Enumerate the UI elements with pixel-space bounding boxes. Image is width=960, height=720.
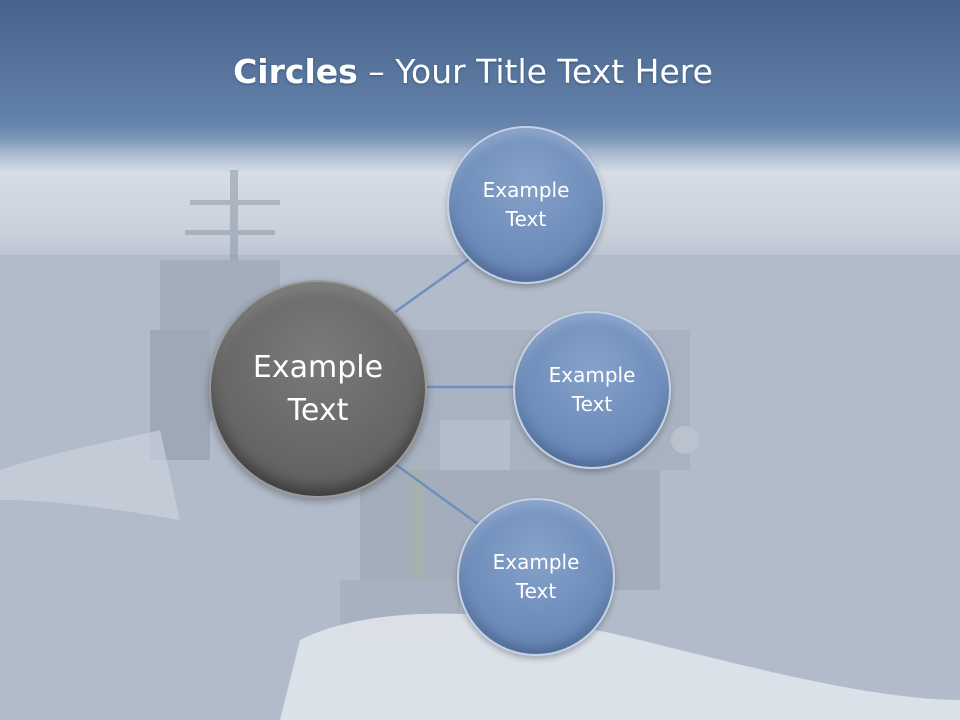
node-circle-bottom[interactable]: Example Text (457, 498, 615, 656)
center-circle-line1: Example (252, 349, 384, 385)
node-circle-line2: Text (515, 579, 557, 603)
connector-bottom (394, 462, 479, 526)
center-circle-line2: Text (287, 393, 349, 428)
wake-foam (280, 613, 960, 720)
node-circle-line1: Example (482, 178, 570, 202)
node-circle-line2: Text (505, 207, 547, 231)
node-circle-line2: Text (571, 392, 613, 416)
node-circle-middle[interactable]: Example Text (513, 311, 671, 469)
title-rest: – Your Title Text Here (357, 52, 713, 91)
wake-left (0, 430, 180, 520)
node-circle-top[interactable]: Example Text (447, 126, 605, 284)
center-circle[interactable]: Example Text (209, 280, 427, 498)
title-bold: Circles (233, 52, 358, 91)
slide-title[interactable]: Circles – Your Title Text Here (0, 52, 946, 91)
title-band (0, 0, 960, 150)
node-circle-line1: Example (492, 550, 580, 574)
connector-top (394, 252, 477, 314)
node-circle-line1: Example (548, 363, 636, 387)
